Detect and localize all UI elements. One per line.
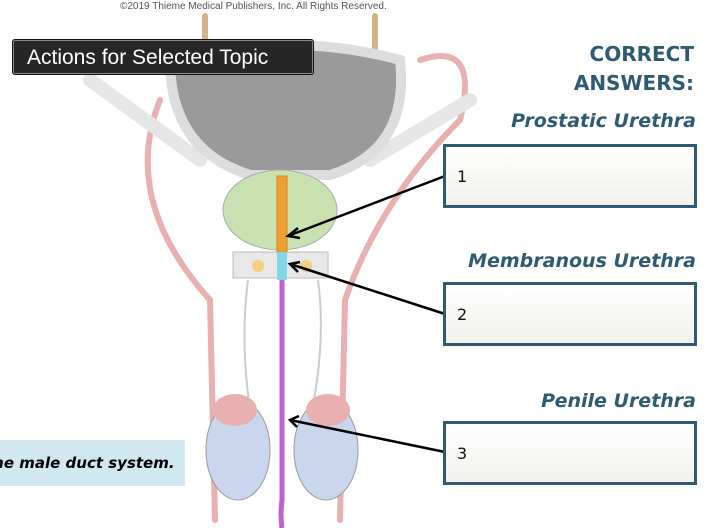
actions-tooltip[interactable]: Actions for Selected Topic — [13, 40, 313, 74]
answer-label-penile: Penile Urethra — [541, 390, 696, 412]
answer-box-1[interactable]: 1 — [443, 144, 697, 208]
pointer-arrow-2 — [287, 260, 446, 316]
answer-label-prostatic: Prostatic Urethra — [511, 110, 696, 132]
pointer-arrow-3 — [287, 414, 446, 454]
heading-line-1: CORRECT — [589, 42, 694, 66]
answer-label-membranous: Membranous Urethra — [468, 250, 696, 272]
pointer-arrow-1 — [285, 174, 446, 240]
answer-box-3[interactable]: 3 — [443, 421, 697, 485]
copyright-text: ©2019 Thieme Medical Publishers, Inc. Al… — [120, 1, 387, 12]
membranous-urethra — [277, 252, 287, 280]
vas-deferens-right — [337, 53, 468, 523]
penile-urethra — [278, 280, 285, 528]
instruction-banner: the male duct system. — [0, 440, 185, 486]
correct-answers-heading: CORRECT ANSWERS: — [574, 40, 694, 98]
heading-line-2: ANSWERS: — [573, 71, 694, 95]
answer-box-2[interactable]: 2 — [443, 282, 697, 346]
prostatic-urethra — [276, 175, 288, 253]
instruction-text: the male duct system. — [0, 454, 175, 472]
